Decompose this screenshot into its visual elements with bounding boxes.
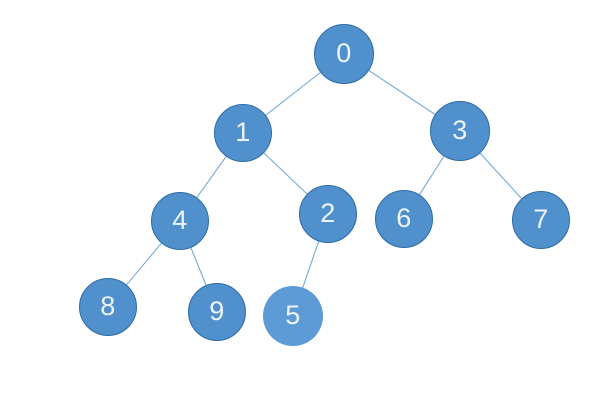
tree-edge: [367, 69, 437, 116]
tree-node-5[interactable]: 5: [263, 286, 323, 346]
tree-node-8[interactable]: 8: [79, 278, 137, 336]
tree-edge: [262, 151, 309, 196]
tree-node-label: 2: [320, 197, 336, 228]
tree-edge: [478, 151, 524, 201]
tree-edge: [418, 154, 446, 197]
tree-node-7[interactable]: 7: [512, 191, 570, 249]
tree-node-9[interactable]: 9: [188, 283, 246, 341]
tree-node-label: 5: [285, 299, 301, 330]
tree-node-label: 7: [533, 203, 549, 234]
tree-edge: [301, 239, 320, 290]
tree-node-0[interactable]: 0: [314, 24, 374, 84]
tree-node-6[interactable]: 6: [375, 190, 433, 248]
tree-node-label: 0: [336, 37, 352, 68]
tree-node-4[interactable]: 4: [151, 192, 209, 250]
tree-edge: [263, 70, 323, 117]
tree-node-2[interactable]: 2: [299, 185, 357, 243]
tree-node-label: 1: [235, 116, 251, 147]
tree-edge: [195, 154, 228, 200]
tree-node-1[interactable]: 1: [214, 104, 272, 162]
tree-node-label: 8: [100, 290, 116, 321]
tree-node-label: 4: [172, 204, 188, 235]
tree-edge: [189, 245, 208, 288]
tree-node-label: 9: [209, 295, 225, 326]
tree-node-label: 3: [452, 114, 468, 145]
tree-node-3[interactable]: 3: [430, 101, 490, 161]
tree-edge: [124, 241, 164, 287]
tree-node-label: 6: [396, 202, 412, 233]
